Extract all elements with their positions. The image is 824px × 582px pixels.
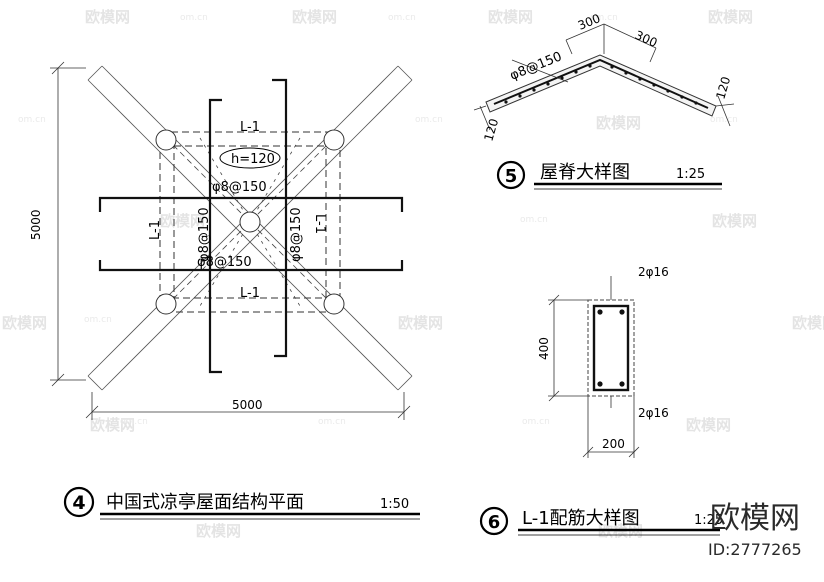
watermark-site: om.cn [84, 315, 112, 325]
beam-height-dimension: 400 [537, 337, 551, 360]
plan-title-number: 4 [72, 492, 85, 514]
column-top-right [323, 129, 345, 151]
diagonal-rafters [87, 65, 413, 391]
watermark-brand: 欧模网 [292, 8, 337, 26]
beam-title-number-circle [479, 506, 509, 536]
ridge-dim-120-right: 120 [713, 75, 733, 101]
corner-brand: 欧模网 [710, 501, 800, 536]
rebar-label-top: φ8@150 [212, 180, 267, 195]
ridge-title-number-circle [496, 160, 526, 190]
dimension-vertical: 5000 [29, 209, 43, 240]
ridge-dimension-lines [473, 23, 735, 131]
ridge-rebar-dots [504, 64, 698, 105]
watermark-brand: 欧模网 [712, 212, 757, 230]
column-bottom-right [323, 293, 345, 315]
watermark-site: om.cn [520, 215, 548, 225]
watermark-site: om.cn [710, 115, 738, 125]
corner-id: ID:2777265 [708, 540, 802, 559]
ridge-dim-120-left: 120 [481, 117, 501, 143]
beam-title-block: 6 L-1配筋大样图 1:25 [479, 506, 723, 536]
watermark-brand: 欧模网 [708, 8, 753, 26]
beam-rebar-bars [597, 309, 625, 387]
ridge-dim-300-right: 300 [633, 28, 660, 50]
watermark-site: om.cn [318, 417, 346, 427]
watermark-site: om.cn [415, 115, 443, 125]
beam-width-dimension: 200 [602, 437, 625, 451]
slab-thickness-label: h=120 [231, 152, 275, 167]
watermark-site: om.cn [18, 115, 46, 125]
watermark-brand: 欧模网 [196, 522, 241, 540]
roof-plan-labels: L-1 h=120 φ8@150 φ8@150 L-1 L-1 L-1 φ8@1… [29, 120, 327, 412]
watermark-brand: 欧模网 [160, 212, 205, 230]
beam-label-top: L-1 [240, 120, 260, 135]
dimension-horizontal: 5000 [232, 398, 263, 412]
watermark-brand: 欧模网 [792, 314, 824, 332]
watermark-site: om.cn [388, 13, 416, 23]
watermark-brand: 欧模网 [2, 314, 47, 332]
column-bottom-left [155, 293, 177, 315]
rebar-label-right: φ8@150 [289, 207, 304, 262]
beam-dimension-lines [548, 276, 640, 458]
watermark-background: 欧模网 欧模网 欧模网 欧模网 欧模网 欧模网 欧模网 欧模网 欧模网 欧模网 … [2, 8, 824, 540]
watermark-brand: 欧模网 [85, 8, 130, 26]
watermark-brand: 欧模网 [398, 314, 443, 332]
beam-scale: 1:25 [694, 513, 723, 528]
beam-section-detail [548, 276, 640, 458]
ridge-dim-300-left: 300 [576, 11, 602, 33]
ridge-title: 屋脊大样图 [540, 162, 630, 183]
ridge-title-block: 5 屋脊大样图 1:25 [496, 160, 722, 190]
beam-title-number: 6 [488, 512, 501, 533]
rebar-label-left: φ8@150 [197, 207, 212, 262]
plan-scale: 1:50 [380, 497, 409, 512]
watermark-site: om.cn [590, 13, 618, 23]
watermark-site: om.cn [522, 417, 550, 427]
thickness-ellipse [219, 147, 281, 169]
column-center [239, 211, 261, 233]
plan-title-number-circle [63, 486, 95, 518]
corner-watermark: 欧模网 ID:2777265 [708, 501, 802, 559]
watermark-brand: 欧模网 [90, 416, 135, 434]
watermark-brand: 欧模网 [488, 8, 533, 26]
columns [155, 129, 345, 315]
watermark-brand: 欧模网 [596, 114, 641, 132]
plan-title-block: 4 中国式凉亭屋面结构平面 1:50 [63, 486, 420, 520]
beam-label-right: L-1 [312, 214, 327, 234]
beam-outline-dashed [159, 131, 341, 313]
rebar-lines [98, 78, 404, 374]
column-top-left [155, 129, 177, 151]
ridge-title-number: 5 [505, 166, 518, 187]
beam-title: L-1配筋大样图 [522, 508, 640, 529]
beam-labels: 2φ16 2φ16 400 200 [537, 265, 669, 451]
beam-top-bars: 2φ16 [638, 265, 669, 279]
watermark-site: om.cn [180, 13, 208, 23]
ridge-scale: 1:25 [676, 167, 705, 182]
plan-title: 中国式凉亭屋面结构平面 [106, 492, 304, 513]
rebar-label-bottom: φ8@150 [197, 255, 252, 270]
watermark-brand: 欧模网 [686, 416, 731, 434]
beam-label-left: L-1 [148, 220, 163, 240]
roof-structure-plan [50, 61, 413, 420]
ridge-detail [473, 23, 735, 131]
beam-label-bottom: L-1 [240, 286, 260, 301]
dimension-lines [50, 61, 411, 420]
watermark-site: om.cn [120, 417, 148, 427]
beam-bottom-bars: 2φ16 [638, 406, 669, 420]
